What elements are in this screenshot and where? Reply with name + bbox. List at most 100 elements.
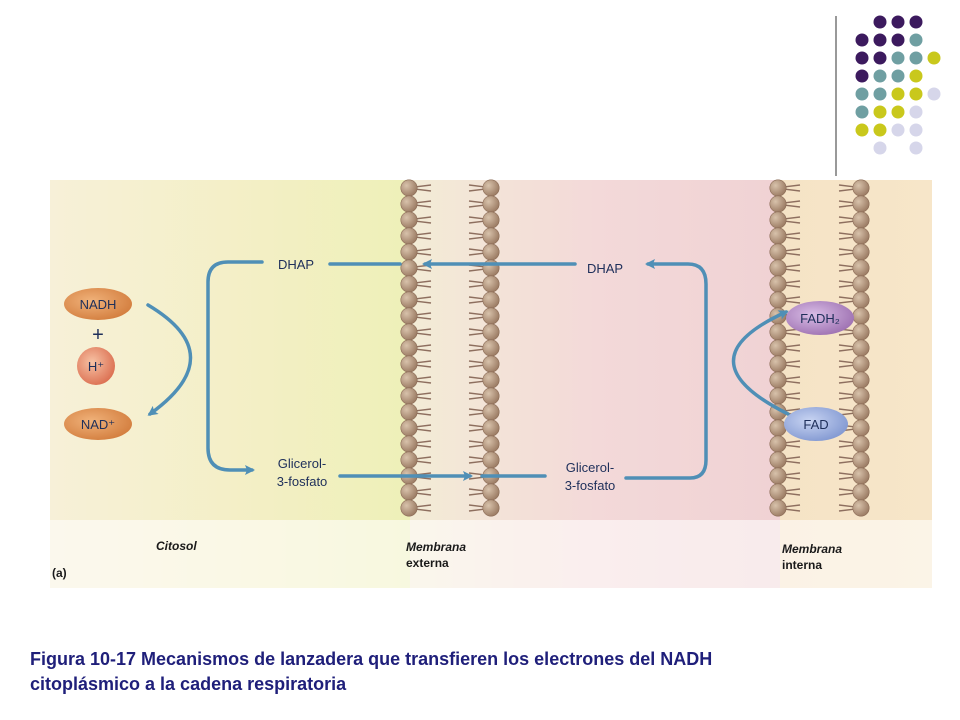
lipid-head — [482, 291, 500, 309]
lipid-tail — [838, 460, 855, 464]
lipid-tail — [784, 492, 801, 496]
lipid-tail — [468, 268, 485, 272]
lipid-head — [482, 323, 500, 341]
decorative-dot — [891, 69, 905, 83]
decorative-dot — [873, 15, 887, 29]
lipid-tail — [838, 456, 855, 460]
lipid-tail — [838, 200, 855, 204]
label-strip — [50, 520, 932, 588]
g3p-cytosol-label-1: Glicerol- — [278, 456, 326, 471]
lipid-tail — [415, 184, 432, 188]
lipid-tail — [468, 440, 485, 444]
inner-membrane-label-2: interna — [782, 558, 822, 572]
lipid-tail — [468, 492, 485, 496]
lipid-tail — [415, 392, 432, 396]
lipid-tail — [468, 376, 485, 380]
lipid-head — [769, 259, 787, 277]
lipid-tail — [415, 412, 432, 416]
lipid-head — [400, 323, 418, 341]
lipid-head — [852, 307, 870, 325]
inner-membrane-label-1: Membrana — [782, 542, 842, 556]
lipid-tail — [784, 396, 801, 400]
lipid-tail — [784, 476, 801, 480]
lipid-tail — [784, 236, 801, 240]
lipid-tail — [838, 252, 855, 256]
lipid-tail — [838, 504, 855, 508]
lipid-tail — [415, 220, 432, 224]
lipid-tail — [468, 280, 485, 284]
lipid-tail — [415, 376, 432, 380]
lipid-tail — [468, 396, 485, 400]
lipid-tail — [415, 424, 432, 428]
lipid-tail — [415, 332, 432, 336]
decorative-dot — [873, 51, 887, 65]
lipid-head — [482, 419, 500, 437]
lipid-tail — [415, 216, 432, 220]
lipid-tail — [784, 344, 801, 348]
outer-membrane-bilayer — [400, 179, 500, 517]
lipid-tail — [838, 472, 855, 476]
decorative-dot — [909, 105, 923, 119]
lipid-head — [482, 371, 500, 389]
nad-plus-label: NAD⁺ — [81, 417, 115, 432]
lipid-head — [852, 291, 870, 309]
lipid-tail — [415, 248, 432, 252]
lipid-head — [400, 403, 418, 421]
lipid-head — [769, 371, 787, 389]
decorative-dot — [891, 15, 905, 29]
decorative-dot — [909, 33, 923, 47]
lipid-tail — [784, 188, 801, 192]
lipid-tail — [784, 232, 801, 236]
lipid-head — [400, 483, 418, 501]
lipid-head — [482, 483, 500, 501]
lipid-tail — [838, 376, 855, 380]
decorative-dot — [855, 123, 869, 137]
lipid-tail — [838, 332, 855, 336]
lipid-tail — [468, 504, 485, 508]
lipid-tail — [468, 284, 485, 288]
decorative-dot — [891, 105, 905, 119]
lipid-tail — [784, 248, 801, 252]
lipid-head — [482, 451, 500, 469]
figure-caption: Figura 10-17 Mecanismos de lanzadera que… — [30, 647, 930, 697]
lipid-head — [769, 435, 787, 453]
lipid-tail — [468, 300, 485, 304]
lipid-head — [482, 355, 500, 373]
lipid-head — [400, 371, 418, 389]
lipid-tail — [784, 296, 801, 300]
lipid-tail — [838, 476, 855, 480]
lipid-tail — [784, 220, 801, 224]
lipid-head — [852, 211, 870, 229]
lipid-head — [852, 339, 870, 357]
lipid-head — [400, 179, 418, 197]
lipid-tail — [784, 184, 801, 188]
lipid-head — [482, 435, 500, 453]
lipid-tail — [468, 220, 485, 224]
lipid-head — [852, 371, 870, 389]
lipid-head — [482, 275, 500, 293]
lipid-tail — [838, 188, 855, 192]
lipid-head — [400, 307, 418, 325]
lipid-tail — [415, 508, 432, 512]
lipid-tail — [468, 460, 485, 464]
lipid-tail — [415, 300, 432, 304]
lipid-tail — [838, 392, 855, 396]
fad-oval — [784, 407, 848, 441]
decorative-dot — [909, 15, 923, 29]
lipid-head — [852, 195, 870, 213]
lipid-head — [769, 483, 787, 501]
lipid-tail — [784, 264, 801, 268]
decorative-dot — [891, 51, 905, 65]
lipid-tail — [468, 252, 485, 256]
lipid-tail — [468, 332, 485, 336]
lipid-tail — [784, 488, 801, 492]
lipid-tail — [838, 408, 855, 412]
h-plus-label: H⁺ — [88, 359, 104, 374]
lipid-head — [852, 387, 870, 405]
lipid-tail — [468, 248, 485, 252]
fadh2-label: FADH₂ — [800, 311, 840, 326]
decorative-dot — [909, 123, 923, 137]
lipid-tail — [415, 380, 432, 384]
lipid-tail — [784, 348, 801, 352]
